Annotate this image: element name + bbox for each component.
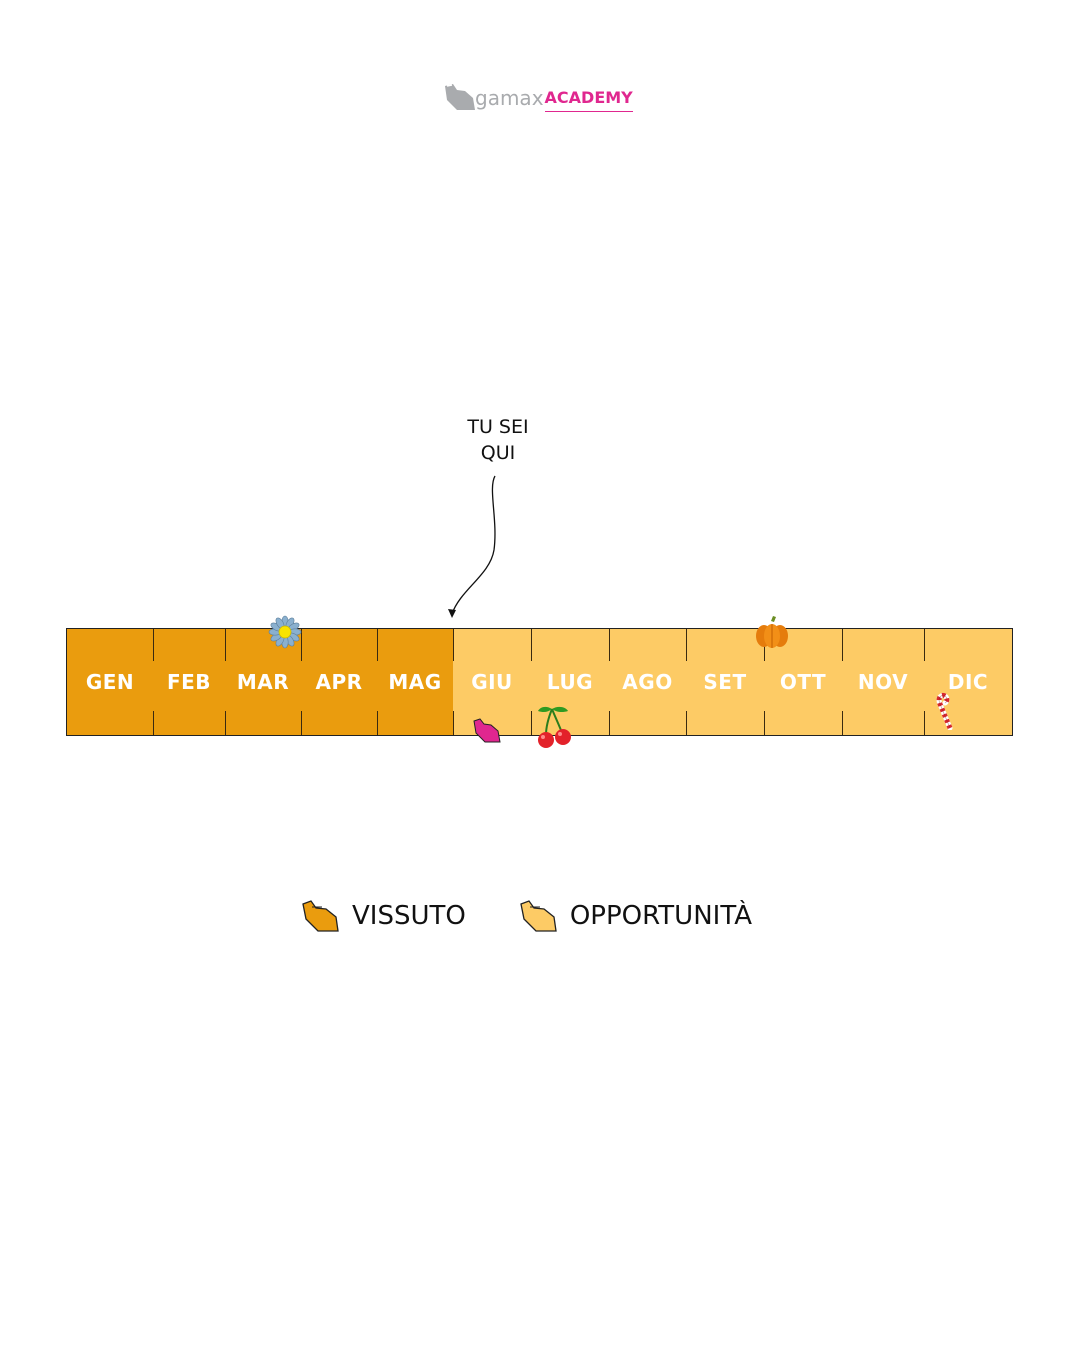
logo-product-text: ACADEMY (544, 90, 633, 112)
legend-label-opportunity: OPPORTUNITÀ (569, 901, 752, 931)
pointing-hand-icon (473, 718, 501, 743)
month-divider (686, 629, 687, 661)
month-cell-lug: LUG (531, 629, 609, 735)
month-cell-feb: FEB (153, 629, 225, 735)
month-divider (686, 711, 687, 735)
month-label: GIU (471, 670, 513, 694)
month-cell-giu: GIU (453, 629, 531, 735)
month-divider (842, 711, 843, 735)
month-divider (531, 629, 532, 661)
month-cell-ott: OTT (764, 629, 842, 735)
month-divider (153, 629, 154, 661)
month-cell-ago: AGO (609, 629, 686, 735)
month-cell-mag: MAG (377, 629, 453, 735)
month-cell-gen: GEN (67, 629, 153, 735)
pointing-hand-icon (302, 900, 339, 932)
hand-logo-icon (445, 84, 475, 110)
month-divider (609, 629, 610, 661)
month-label: OTT (779, 670, 827, 694)
month-label: LUG (546, 670, 594, 694)
month-divider (924, 629, 925, 661)
month-divider (609, 711, 610, 735)
month-divider (842, 629, 843, 661)
month-divider (225, 711, 226, 735)
month-cell-nov: NOV (842, 629, 924, 735)
month-divider (924, 711, 925, 735)
legend-item-lived: VISSUTO (300, 898, 466, 934)
cherry-icon (538, 706, 571, 748)
marker-line-1: TU SEI (467, 416, 529, 438)
you-are-here-label: TU SEI QUI (430, 414, 566, 466)
legend-item-opportunity: OPPORTUNITÀ (518, 898, 752, 934)
month-divider (153, 711, 154, 735)
month-label: NOV (857, 670, 909, 694)
month-cell-dic: DIC (924, 629, 1012, 735)
month-divider (453, 711, 454, 735)
month-divider (377, 629, 378, 661)
month-divider (764, 711, 765, 735)
candy-cane-icon (936, 692, 953, 730)
month-cell-mar: MAR (225, 629, 301, 735)
flower-icon (268, 615, 302, 649)
pointing-hand-icon (520, 900, 557, 932)
month-divider (377, 711, 378, 735)
month-label: DIC (947, 670, 989, 694)
month-label: SET (703, 670, 747, 694)
month-label: GEN (85, 670, 135, 694)
marker-line-2: QUI (480, 442, 516, 464)
month-label: MAR (236, 670, 290, 694)
month-cell-set: SET (686, 629, 764, 735)
month-cell-apr: APR (301, 629, 377, 735)
logo-brand-text: gamax (475, 86, 544, 110)
year-timeline: GEN FEB MAR APR MAG GIU LUG AGO SET OTT NOV DIC (66, 628, 1013, 736)
brand-logo: gamax ACADEMY (443, 72, 633, 112)
pumpkin-icon (756, 616, 788, 648)
month-divider (225, 629, 226, 661)
month-divider (301, 629, 302, 661)
month-divider (301, 711, 302, 735)
legend: VISSUTO OPPORTUNITÀ (300, 898, 752, 934)
month-label: MAG (388, 670, 442, 694)
month-label: AGO (622, 670, 673, 694)
curved-arrow-icon (448, 475, 496, 618)
legend-label-lived: VISSUTO (352, 901, 466, 931)
month-label: FEB (166, 670, 212, 694)
month-divider (453, 629, 454, 661)
month-divider (531, 711, 532, 735)
month-label: APR (315, 670, 363, 694)
